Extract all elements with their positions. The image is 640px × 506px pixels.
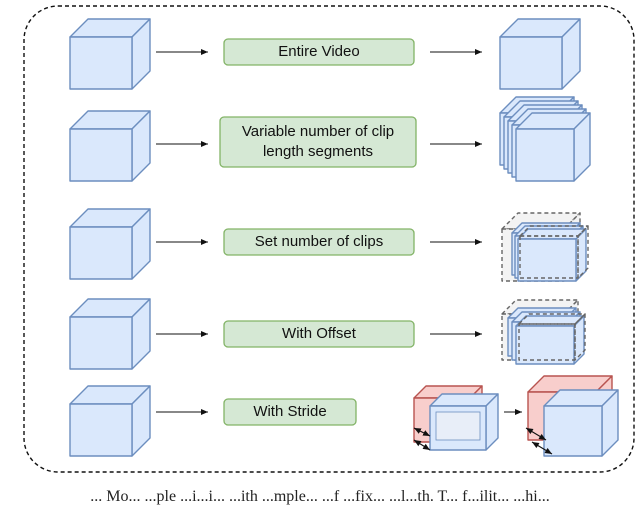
stride-arrow-1b <box>413 439 431 451</box>
caption: ... Mo... ...ple ...i...i... ...ith ...m… <box>90 488 550 505</box>
output-clip3-3 <box>517 228 587 282</box>
stride-arrow-2a <box>525 427 547 441</box>
stride-clip-blue-2 <box>543 389 619 457</box>
input-cube-3 <box>69 208 151 280</box>
stride-arrow-2b <box>531 441 553 455</box>
input-cubes <box>69 18 151 457</box>
input-cube-1 <box>69 18 151 90</box>
process-box-1 <box>223 38 415 66</box>
input-cube-4 <box>69 298 151 370</box>
input-cube-5 <box>69 385 151 457</box>
stride-inner-clip <box>435 411 481 441</box>
output-clip3-dashed <box>519 225 589 279</box>
dashed-border <box>23 5 635 473</box>
process-box-3 <box>223 228 415 256</box>
process-box-2 <box>219 116 417 168</box>
output-clip4-3 <box>515 315 585 365</box>
output-segment-5 <box>515 112 591 182</box>
output-cubes <box>413 18 619 457</box>
stride-arrow-1a <box>413 427 431 437</box>
output-cube-entire <box>499 18 581 90</box>
process-box-4 <box>223 320 415 348</box>
input-cube-2 <box>69 110 151 182</box>
output-clip4-dashed <box>518 313 586 361</box>
arrows <box>156 49 522 415</box>
process-boxes <box>219 38 417 426</box>
process-box-5 <box>223 398 357 426</box>
